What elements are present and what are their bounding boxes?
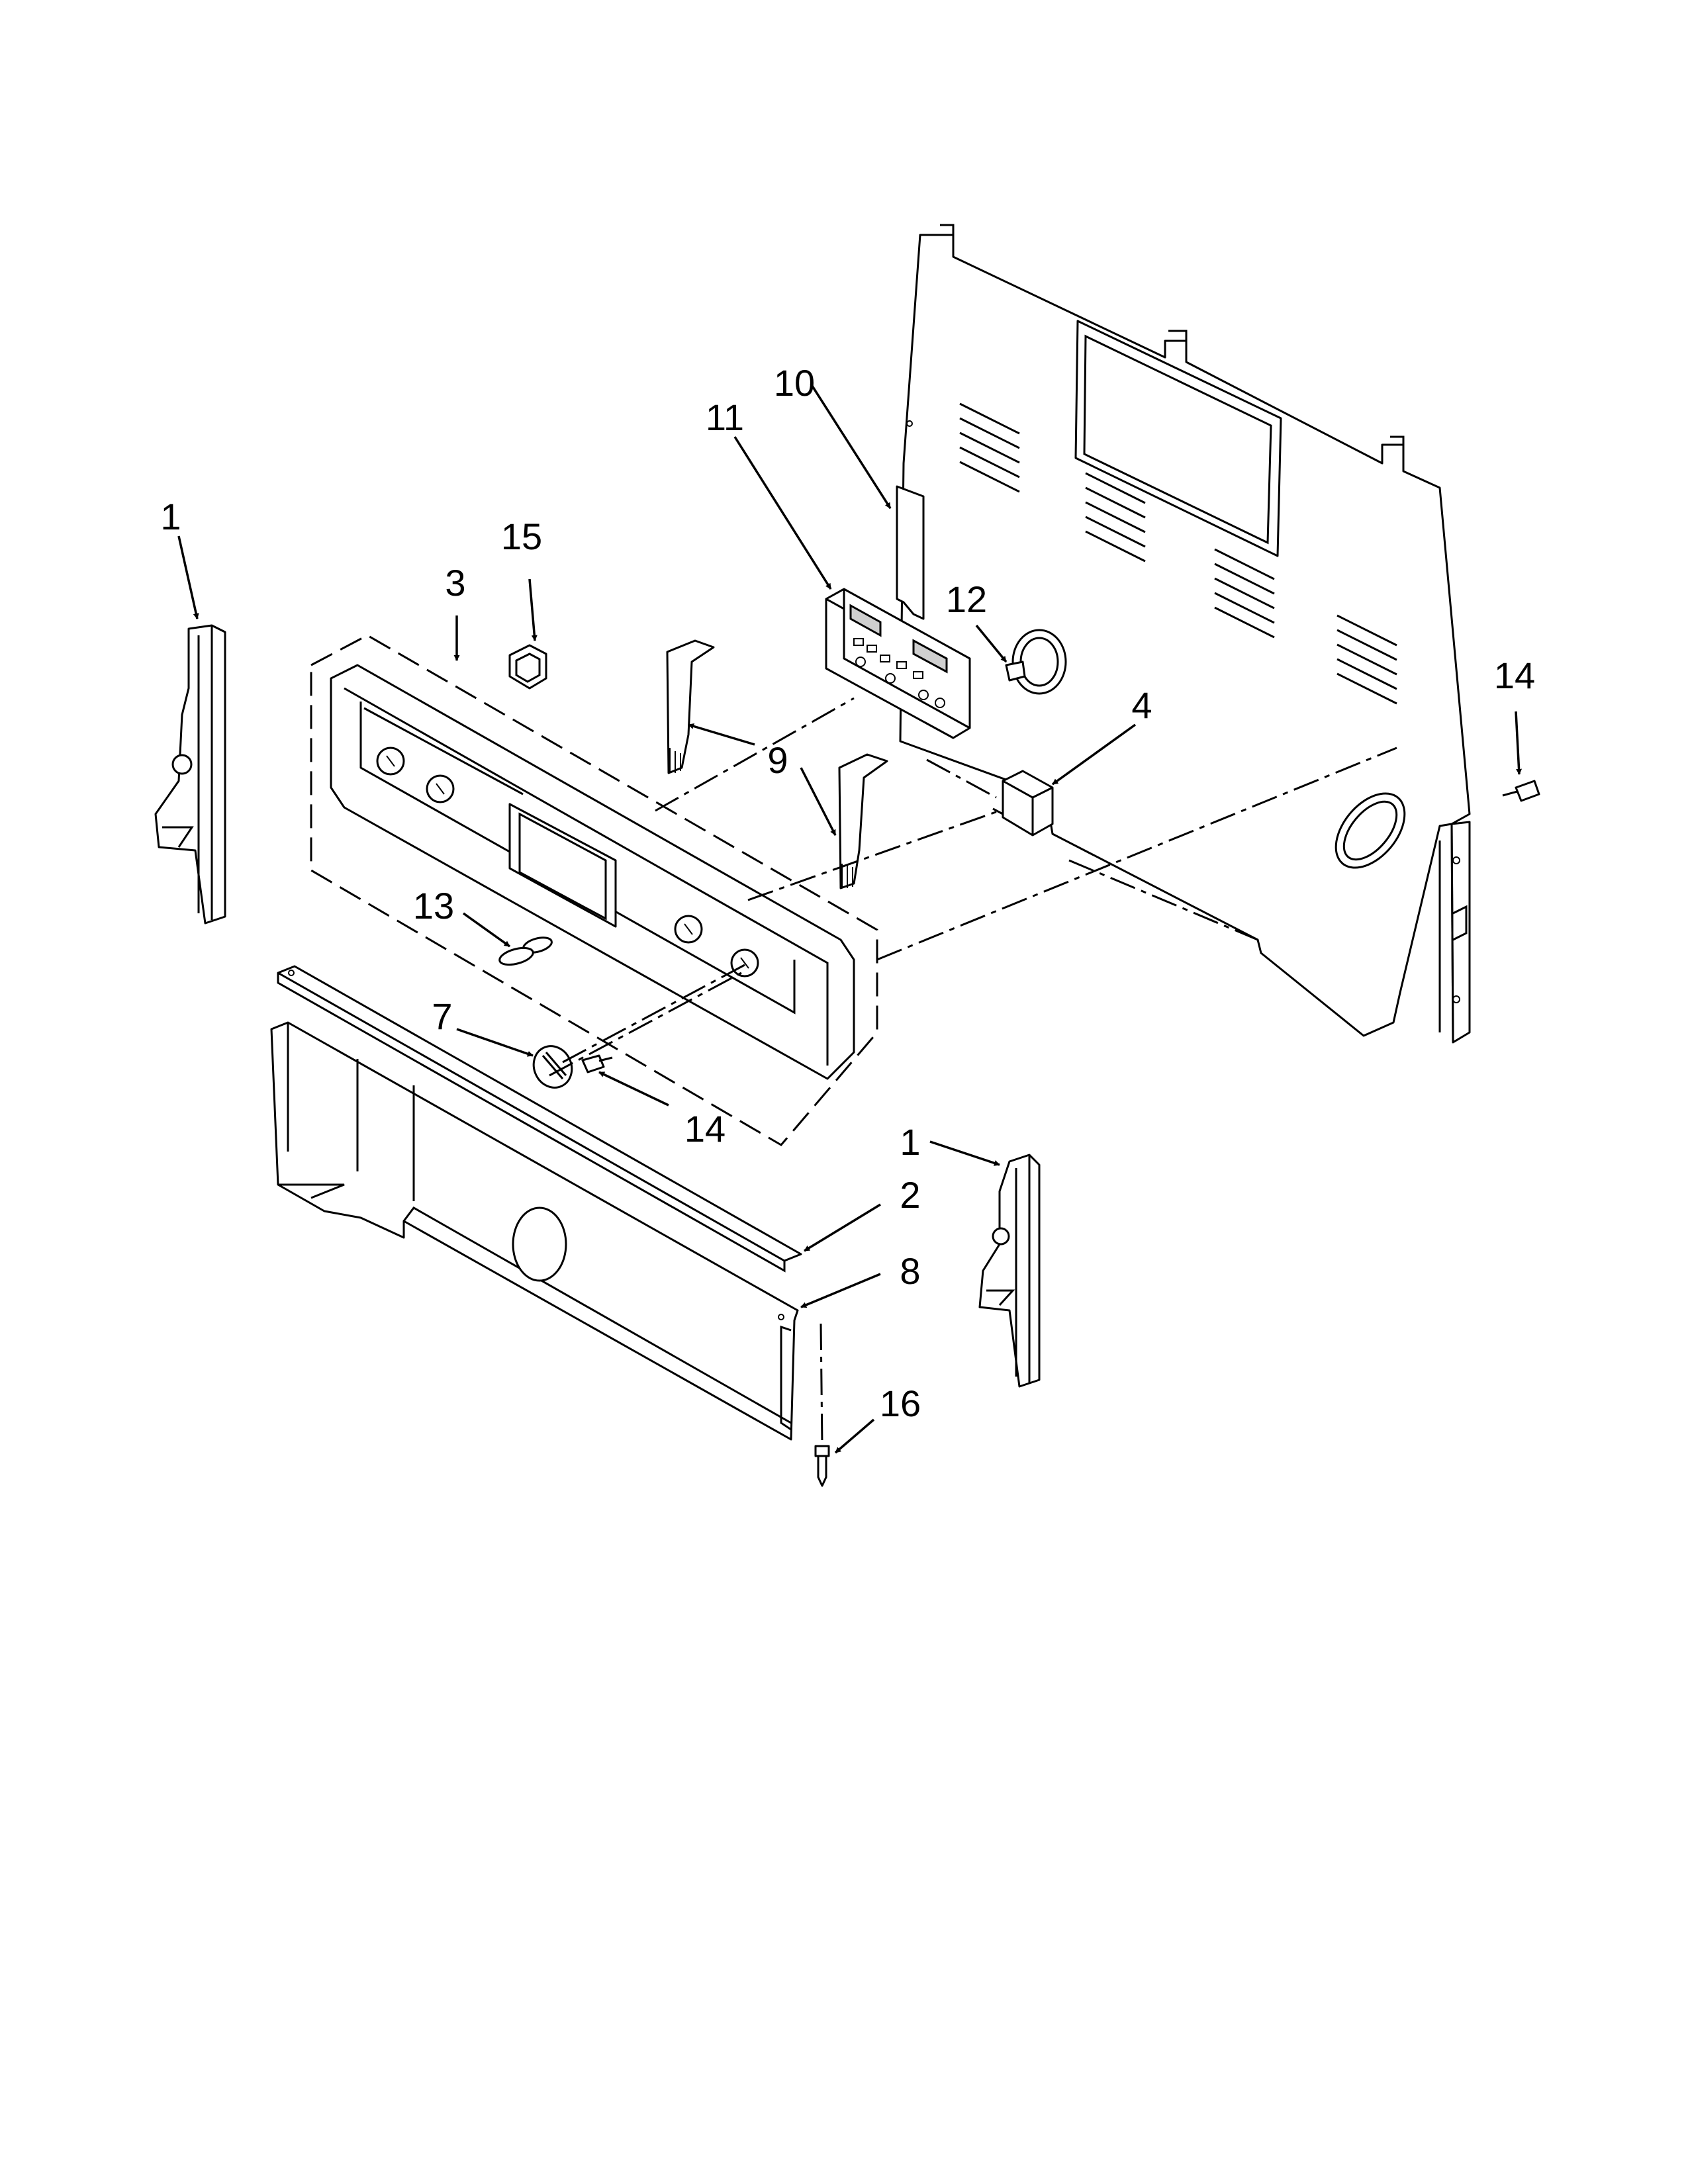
screw-14-right <box>1502 780 1540 802</box>
knob-7 <box>532 1045 573 1089</box>
rear-louvres-a <box>959 402 1397 705</box>
callout-1-right: 1 <box>900 1121 920 1163</box>
callout-10: 10 <box>774 362 815 404</box>
rear-panel <box>899 224 1471 1044</box>
button-12 <box>1005 629 1067 695</box>
callout-8: 8 <box>900 1250 920 1292</box>
assembly-lines <box>549 697 1397 1447</box>
screw-14-lower <box>581 1054 613 1073</box>
screw-16 <box>814 1445 830 1487</box>
callout-16: 16 <box>880 1383 921 1424</box>
rear-oval-vent <box>1335 792 1406 869</box>
callout-1-left: 1 <box>160 496 181 537</box>
trim-strip-upper <box>666 639 715 774</box>
callout-2: 2 <box>900 1174 920 1216</box>
support-rail-2 <box>277 965 802 1273</box>
callout-11: 11 <box>706 396 744 438</box>
callout-3: 3 <box>445 562 465 604</box>
switch-4 <box>992 770 1054 837</box>
callout-7: 7 <box>432 995 452 1037</box>
callout-13: 13 <box>413 885 454 927</box>
side-trim-right <box>978 1154 1041 1388</box>
base-round-hole <box>512 1206 567 1282</box>
control-board <box>825 588 971 739</box>
panel-base-8 <box>270 1021 799 1441</box>
bracket-10 <box>896 485 925 620</box>
callout-12: 12 <box>946 578 987 620</box>
callout-14-lower: 14 <box>684 1108 726 1150</box>
side-trim-left <box>154 624 226 925</box>
leader-lines <box>177 383 1523 1454</box>
panel-knob-holes <box>376 747 759 978</box>
clip-15 <box>508 644 547 690</box>
trim-strip-lower <box>838 753 888 889</box>
callout-labels: 1 15 3 11 10 12 4 9 14 13 7 14 1 2 8 16 <box>160 362 1535 1424</box>
callout-14-right: 14 <box>1494 655 1535 696</box>
callout-4: 4 <box>1131 684 1152 726</box>
callout-15: 15 <box>501 516 542 557</box>
callout-9: 9 <box>767 739 788 781</box>
